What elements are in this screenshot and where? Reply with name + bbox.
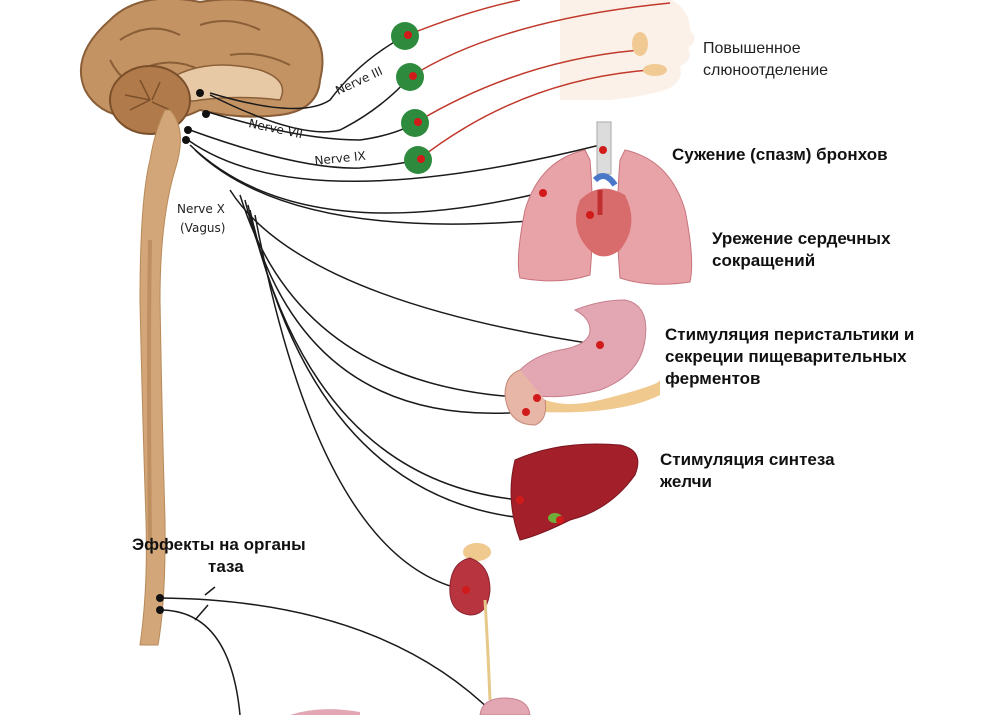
pelvis-effect-label-line1: Эффекты на органы [132, 535, 306, 554]
heart-effect-label-line1: Урежение сердечных [712, 229, 891, 248]
kidney [449, 543, 492, 701]
spinal-cord [139, 109, 181, 646]
lungs-and-heart [517, 121, 693, 285]
salivation-label-line2: слюноотделение [703, 62, 829, 79]
nerve-origins [156, 89, 210, 614]
salivary-glands [632, 32, 667, 76]
stomach-effect-label-line3: ферментов [665, 369, 761, 388]
pelvis-effect-label-line2: таза [208, 557, 244, 576]
heart-effect-label-line2: сокращений [712, 251, 816, 270]
liver-effect-label-line1: Стимуляция синтеза [660, 450, 835, 469]
pelvic-organ [290, 709, 360, 715]
stomach-and-pancreas [504, 299, 660, 426]
stomach-effect-label-line2: секреции пищеварительных [665, 347, 907, 366]
nerve-fibers [159, 35, 601, 715]
ganglia [391, 22, 432, 174]
bladder [479, 697, 531, 715]
nerve-x-label: Nerve X [177, 202, 225, 216]
nerve-x-vagus-label: (Vagus) [180, 221, 225, 235]
salivation-label-line1: Повышенное [703, 40, 801, 57]
nerve-vii-label: Nerve VII [247, 116, 304, 141]
face-profile [560, 0, 695, 100]
nerve-ix-label: Nerve IX [314, 149, 367, 168]
liver-effect-label-line2: желчи [660, 472, 712, 491]
brain [79, 0, 324, 135]
liver [510, 443, 639, 541]
nerve-endings [462, 146, 607, 594]
bronchi-effect-label: Сужение (спазм) бронхов [672, 145, 888, 164]
postganglionic-fibers [404, 0, 671, 161]
stomach-effect-label-line1: Стимуляция перистальтики и [665, 325, 915, 344]
